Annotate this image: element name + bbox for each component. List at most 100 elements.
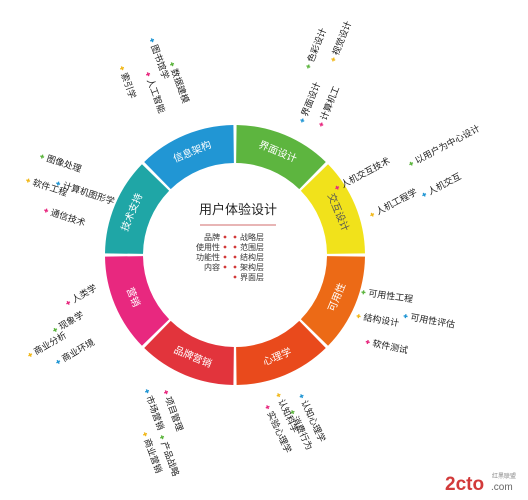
bullet-dot [233, 265, 237, 269]
center-right-item: 战略层 [240, 232, 264, 242]
branch-item-label: 人机交互 [426, 170, 463, 198]
cross-marker-icon [299, 394, 304, 399]
branch-item: 图像处理 [40, 152, 83, 175]
center-right-item: 范围层 [240, 242, 264, 252]
branch-group: 界面设计计算机工色彩设计视觉设计 [299, 19, 355, 127]
center-left-item: 使用性 [196, 242, 220, 252]
cross-marker-icon [361, 290, 366, 295]
ring-segment [105, 256, 170, 346]
branch-item-label: 索引学 [118, 71, 139, 100]
cross-marker-icon [44, 208, 49, 213]
cross-marker-icon [409, 161, 414, 166]
ring-segment [144, 125, 234, 190]
branch-item-label: 数据建模 [168, 67, 192, 105]
cross-marker-icon [149, 38, 155, 43]
center-right-item: 界面层 [240, 273, 264, 282]
center-left-item: 内容 [204, 262, 220, 272]
branch-item-label: 视觉设计 [330, 19, 355, 57]
branch-item-label: 人工智能 [144, 77, 168, 115]
branch-item: 市场营销 [143, 389, 167, 432]
branch-group: 可用性工程结构设计可用性评估软件测试 [356, 287, 456, 356]
branch-item-label: 人类学 [70, 282, 99, 306]
cross-marker-icon [28, 352, 33, 357]
cross-marker-icon [159, 435, 165, 440]
cross-marker-icon [53, 327, 58, 332]
branch-item: 通信技术 [44, 206, 87, 229]
cross-marker-icon [56, 359, 61, 364]
branch-item-label: 以用户为中心设计 [413, 122, 482, 166]
cross-marker-icon [26, 178, 31, 183]
branch-item-label: 色彩设计 [305, 26, 330, 64]
bullet-dot [223, 255, 227, 259]
branch-item: 数据建模 [168, 62, 192, 105]
watermark-suffix: .com [491, 482, 513, 493]
branch-item: 人类学 [66, 282, 99, 306]
branch-group: 索引学图书馆学人工智能数据建模 [118, 38, 192, 115]
branch-item-label: 产品战略 [158, 440, 182, 478]
cross-marker-icon [144, 389, 150, 394]
ring-segment [300, 164, 365, 254]
cross-marker-icon [56, 181, 61, 186]
bullet-dot [223, 235, 227, 239]
branch-item: 以用户为中心设计 [409, 122, 482, 167]
cross-marker-icon [335, 185, 340, 190]
center-right-item: 结构层 [240, 252, 264, 262]
bullet-dot [223, 265, 227, 269]
branch-item-label: 计算机工 [318, 84, 343, 122]
branch-item: 可用性工程 [361, 287, 414, 305]
branch-item: 软件测试 [365, 337, 409, 356]
branch-item-label: 可用性评估 [409, 311, 455, 331]
cross-marker-icon [331, 57, 336, 62]
branch-item: 人机工程学 [370, 186, 419, 218]
branch-item-label: 项目管理 [162, 395, 186, 433]
cross-marker-icon [145, 72, 151, 77]
cross-marker-icon [119, 66, 125, 71]
branch-item: 人机交互 [422, 170, 463, 198]
cross-marker-icon [142, 432, 148, 437]
ring-segment [105, 164, 170, 254]
bullet-dot [233, 235, 237, 239]
branch-item-label: 结构设计 [362, 311, 400, 329]
cross-marker-icon [306, 64, 311, 69]
ring-segment [236, 320, 326, 385]
branch-item-label: 人机交互技术 [339, 155, 392, 191]
cross-marker-icon [365, 339, 370, 345]
branch-item-label: 通信技术 [49, 206, 87, 229]
branch-item: 色彩设计 [305, 26, 330, 69]
cross-marker-icon [319, 122, 324, 127]
cross-marker-icon [265, 405, 270, 410]
cross-marker-icon [163, 390, 169, 395]
branch-item: 视觉设计 [330, 19, 355, 62]
cross-marker-icon [356, 314, 361, 319]
branch-item-label: 现象学 [57, 309, 86, 333]
center-right-item: 架构层 [240, 262, 264, 272]
branch-item-label: 软件测试 [371, 337, 409, 356]
bullet-dot [233, 275, 237, 279]
branch-item: 可用性评估 [403, 311, 456, 331]
ring-segment [300, 256, 365, 346]
bullet-dot [223, 245, 227, 249]
branch-item-label: 图书馆学 [148, 43, 172, 81]
branch-item-label: 可用性工程 [368, 287, 414, 305]
cross-marker-icon [290, 410, 295, 415]
branch-item: 结构设计 [356, 311, 400, 329]
center-left-item: 品牌 [204, 232, 220, 242]
bullet-dot [233, 255, 237, 259]
branch-item-label: 计算机图形学 [61, 179, 116, 207]
cross-marker-icon [403, 314, 408, 319]
ring-segment [144, 320, 234, 385]
watermark-brand: 2cto [445, 474, 484, 495]
watermark: 2cto .com 红黑联盟 [445, 472, 516, 495]
branch-item-label: 人机工程学 [374, 186, 419, 218]
center-title: 用户体验设计 [199, 202, 277, 218]
ring-segment [236, 125, 326, 190]
bullet-dot [233, 245, 237, 249]
cross-marker-icon [169, 62, 175, 67]
branch-item: 现象学 [53, 309, 86, 333]
